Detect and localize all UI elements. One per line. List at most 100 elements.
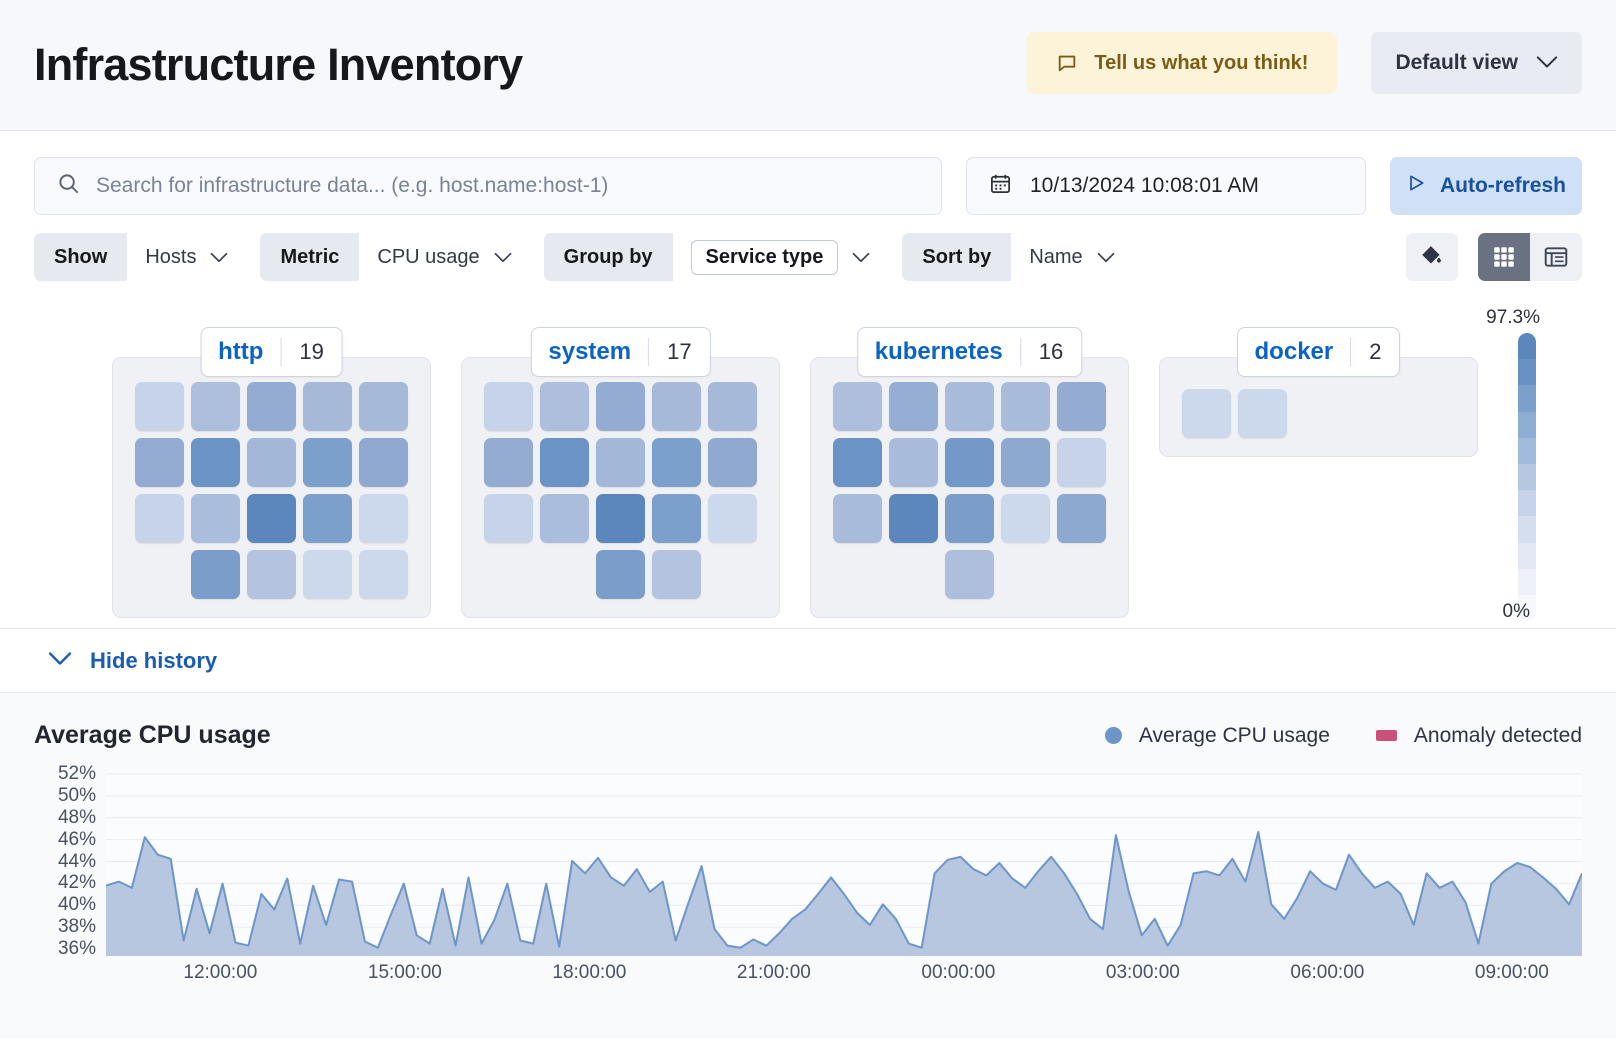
host-cell[interactable]	[247, 438, 296, 487]
filter-metric-label: Metric	[260, 233, 360, 281]
host-cell[interactable]	[303, 382, 352, 431]
grid-view-icon[interactable]	[1478, 233, 1530, 281]
hide-history-label: Hide history	[90, 647, 218, 673]
host-cell[interactable]	[833, 382, 882, 431]
host-cell[interactable]	[1001, 382, 1050, 431]
y-axis-tick: 42%	[57, 872, 96, 894]
host-cell[interactable]	[596, 382, 645, 431]
host-cell[interactable]	[135, 494, 184, 543]
host-cell[interactable]	[708, 494, 757, 543]
host-cell[interactable]	[1238, 389, 1287, 438]
host-cell[interactable]	[596, 438, 645, 487]
legend-item-average-cpu-usage[interactable]: Average CPU usage	[1104, 724, 1330, 748]
filter-sort-by-value[interactable]: Name	[1011, 233, 1132, 281]
host-cell[interactable]	[945, 438, 994, 487]
host-cell[interactable]	[708, 382, 757, 431]
search-input[interactable]: Search for infrastructure data... (e.g. …	[34, 157, 942, 215]
view-toggles	[1406, 233, 1582, 281]
host-cell[interactable]	[247, 382, 296, 431]
host-cell[interactable]	[484, 494, 533, 543]
host-cell[interactable]	[652, 494, 701, 543]
host-cell[interactable]	[596, 550, 645, 599]
host-cell[interactable]	[135, 438, 184, 487]
host-cell[interactable]	[596, 494, 645, 543]
host-cell[interactable]	[833, 438, 882, 487]
group-count: 19	[280, 338, 341, 366]
y-axis-tick: 40%	[57, 894, 96, 916]
host-cell[interactable]	[833, 494, 882, 543]
chevron-down-icon	[494, 246, 512, 269]
page-header: Infrastructure Inventory Tell us what yo…	[0, 0, 1616, 131]
waffle-row-group	[833, 550, 1106, 599]
legend-item-anomaly-detected[interactable]: Anomaly detected	[1375, 724, 1582, 748]
host-cell[interactable]	[484, 382, 533, 431]
default-view-label: Default view	[1395, 51, 1518, 74]
x-axis-tick: 00:00:00	[921, 962, 996, 983]
host-cell[interactable]	[359, 438, 408, 487]
host-cell[interactable]	[191, 494, 240, 543]
host-cell[interactable]	[359, 550, 408, 599]
host-cell[interactable]	[889, 438, 938, 487]
host-cell[interactable]	[1001, 494, 1050, 543]
filter-metric-value[interactable]: CPU usage	[359, 233, 529, 281]
host-cell[interactable]	[359, 382, 408, 431]
feedback-button[interactable]: Tell us what you think!	[1027, 32, 1338, 94]
host-cell[interactable]	[889, 494, 938, 543]
host-cell[interactable]	[945, 382, 994, 431]
host-cell[interactable]	[945, 550, 994, 599]
host-cell[interactable]	[247, 494, 296, 543]
history-chart-panel: Average CPU usage Average CPU usage Anom…	[0, 693, 1616, 1037]
table-view-icon[interactable]	[1530, 233, 1582, 281]
host-cell[interactable]	[652, 550, 701, 599]
host-cell[interactable]	[191, 438, 240, 487]
group-name-link[interactable]: kubernetes	[874, 338, 1003, 365]
filter-group-by-value[interactable]: Service type	[673, 233, 889, 281]
host-cell[interactable]	[652, 382, 701, 431]
host-cell[interactable]	[889, 382, 938, 431]
host-cell[interactable]	[484, 438, 533, 487]
host-cell[interactable]	[540, 438, 589, 487]
hide-history-toggle[interactable]: Hide history	[0, 629, 1616, 693]
legend-step	[1518, 437, 1536, 464]
group-name-link[interactable]: system	[548, 338, 632, 365]
group-body	[461, 357, 780, 618]
filter-show-value[interactable]: Hosts	[127, 233, 246, 281]
group-name-link[interactable]: http	[218, 338, 264, 365]
legend-gradient-bar	[1518, 333, 1536, 621]
waffle-row-group	[833, 382, 1106, 543]
host-cell[interactable]	[708, 438, 757, 487]
host-cell[interactable]	[1182, 389, 1231, 438]
host-cell[interactable]	[303, 494, 352, 543]
date-picker[interactable]: 10/13/2024 10:08:01 AM	[966, 157, 1366, 215]
host-cell[interactable]	[1057, 382, 1106, 431]
default-view-select[interactable]: Default view	[1371, 32, 1582, 94]
host-cell[interactable]	[1001, 438, 1050, 487]
chart-title: Average CPU usage	[34, 721, 271, 749]
host-cell[interactable]	[191, 550, 240, 599]
filter-sort-by-value-text: Name	[1029, 245, 1083, 268]
host-cell[interactable]	[945, 494, 994, 543]
host-cell[interactable]	[247, 550, 296, 599]
group-name-link[interactable]: docker	[1254, 338, 1334, 365]
host-cell[interactable]	[303, 438, 352, 487]
host-cell[interactable]	[540, 382, 589, 431]
chart-canvas[interactable]	[106, 770, 1582, 956]
color-fill-icon[interactable]	[1406, 233, 1458, 281]
host-cell[interactable]	[135, 382, 184, 431]
host-cell[interactable]	[652, 438, 701, 487]
host-cell[interactable]	[303, 550, 352, 599]
chevron-down-icon	[1097, 246, 1115, 269]
host-cell[interactable]	[1057, 438, 1106, 487]
legend-step	[1518, 490, 1536, 517]
auto-refresh-button[interactable]: Auto-refresh	[1390, 157, 1582, 215]
y-axis-labels: 52%50%48%46%44%42%40%38%36%	[34, 762, 96, 962]
host-cell[interactable]	[1057, 494, 1106, 543]
host-cell[interactable]	[359, 494, 408, 543]
host-cell[interactable]	[540, 494, 589, 543]
waffle-row-group	[135, 382, 408, 543]
host-cell[interactable]	[191, 382, 240, 431]
